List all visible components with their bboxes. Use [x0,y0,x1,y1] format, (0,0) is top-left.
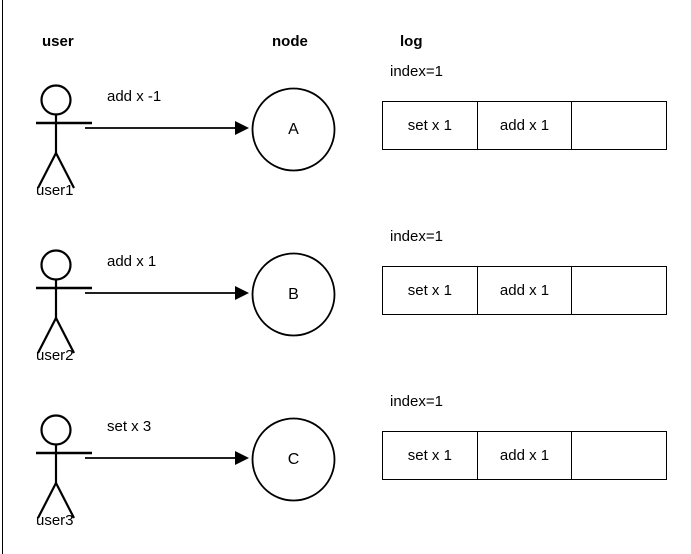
actor-stick-figure-icon [34,235,94,360]
log-index-label: index=1 [390,228,443,245]
log-table: set x 1 add x 1 [382,101,667,150]
log-entry-cell: set x 1 [383,267,478,314]
node-label: A [288,120,299,138]
node-circle-icon [251,87,336,172]
message-label: add x -1 [107,88,162,105]
message-arrow-icon [85,277,250,301]
log-entry-cell-empty [572,267,666,314]
node-circle-icon [251,252,336,337]
log-index-label: index=1 [390,393,443,410]
log-entry-cell: add x 1 [478,432,573,479]
log-entry-cell: set x 1 [383,432,478,479]
frame-left-border [2,0,3,554]
message-label: add x 1 [107,253,157,270]
node-label: B [288,285,299,303]
log-entry-cell: add x 1 [478,267,573,314]
log-entry-cell-empty [572,432,666,479]
log-entry-cell: set x 1 [383,102,478,149]
actor-label: user2 [36,347,74,364]
actor-stick-figure-icon [34,70,94,195]
message-arrow-icon [85,112,250,136]
node-label: C [287,450,300,468]
actor-label: user3 [36,512,74,529]
column-header-user: user [42,33,74,50]
log-index-label: index=1 [390,63,443,80]
column-header-log: log [400,33,423,50]
actor-label: user1 [36,182,74,199]
node-circle-icon [251,417,336,502]
log-table: set x 1 add x 1 [382,266,667,315]
diagram-row: user2 add x 1 B index=1 set x 1 add x 1 [0,225,691,390]
log-entry-cell: add x 1 [478,102,573,149]
log-table: set x 1 add x 1 [382,431,667,480]
column-header-node: node [272,33,308,50]
message-arrow-icon [85,442,250,466]
diagram-row: user1 add x -1 A index=1 set x 1 add x 1 [0,60,691,225]
diagram-row: user3 set x 3 C index=1 set x 1 add x 1 [0,390,691,554]
actor-stick-figure-icon [34,400,94,525]
log-entry-cell-empty [572,102,666,149]
message-label: set x 3 [107,418,152,435]
